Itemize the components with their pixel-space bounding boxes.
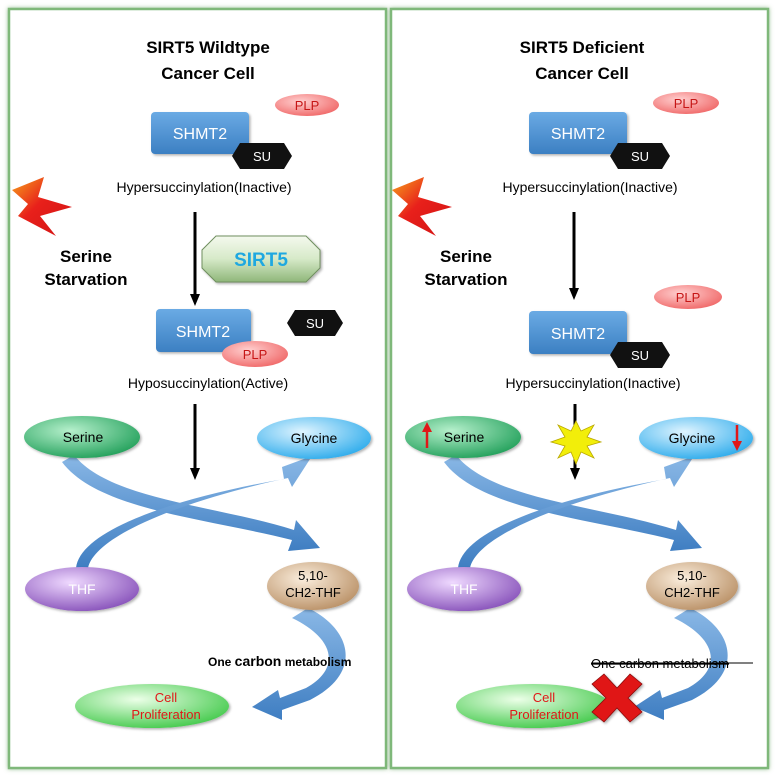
left-stress-line2: Starvation bbox=[44, 270, 127, 289]
left-thf-label: THF bbox=[68, 581, 95, 597]
left-su-top-label: SU bbox=[253, 149, 271, 164]
left-plp-mid bbox=[222, 341, 288, 367]
left-curve-to-proliferation bbox=[252, 608, 346, 720]
right-glycine bbox=[639, 417, 753, 459]
right-glycine-down-arrow-head bbox=[732, 441, 742, 451]
left-curve-serine-to-ch2thf bbox=[62, 455, 320, 551]
left-serine bbox=[24, 416, 140, 458]
right-thf bbox=[407, 567, 521, 611]
right-cell-proliferation bbox=[456, 684, 610, 728]
right-ch2thf-label-line2: CH2-THF bbox=[664, 585, 720, 600]
right-shmt2-top bbox=[529, 112, 627, 154]
left-ch2thf-label-line1: 5,10- bbox=[298, 568, 328, 583]
right-prolif-label-line1: Cell bbox=[533, 690, 556, 705]
left-plp-mid-label: PLP bbox=[243, 347, 268, 362]
right-curve-serine-to-ch2thf bbox=[444, 455, 702, 551]
left-stress-line1: Serine bbox=[60, 247, 112, 266]
left-su-free-label: SU bbox=[306, 316, 324, 331]
left-plp-top bbox=[275, 94, 339, 116]
right-su-mid-label: SU bbox=[631, 348, 649, 363]
right-plp-free-label: PLP bbox=[676, 290, 701, 305]
right-serine bbox=[405, 416, 521, 458]
left-ch2thf-label-line2: CH2-THF bbox=[285, 585, 341, 600]
left-ch2thf bbox=[267, 562, 359, 610]
sirt5-label: SIRT5 bbox=[234, 250, 288, 271]
right-status-mid: Hypersuccinylation(Inactive) bbox=[505, 375, 680, 391]
right-stress-line2: Starvation bbox=[424, 270, 507, 289]
right-panel: SIRT5 Deficient Cancer Cell PLP SHMT2 SU… bbox=[389, 7, 770, 770]
right-lightning-icon bbox=[392, 177, 452, 236]
right-status-top: Hypersuccinylation(Inactive) bbox=[502, 179, 677, 195]
left-su-free bbox=[287, 310, 343, 336]
right-arrow-no-desuccinylation-head bbox=[569, 288, 579, 300]
left-status-mid: Hyposuccinylation(Active) bbox=[128, 375, 288, 391]
left-arrow-desuccinylation-head bbox=[190, 294, 200, 306]
left-one-carbon-label: One carbon metabolism bbox=[208, 653, 351, 669]
left-glycine bbox=[257, 417, 371, 459]
right-curve-thf-to-glycine bbox=[458, 456, 694, 568]
left-glycine-label: Glycine bbox=[291, 430, 338, 446]
left-prolif-label-line1: Cell bbox=[155, 690, 178, 705]
left-shmt2-mid bbox=[156, 309, 251, 352]
right-prolif-label-line2: Proliferation bbox=[509, 707, 578, 722]
left-serine-label: Serine bbox=[63, 429, 104, 445]
right-su-mid bbox=[610, 342, 670, 368]
left-shmt2-top bbox=[151, 112, 249, 154]
right-ch2thf-label-line1: 5,10- bbox=[677, 568, 707, 583]
right-shmt2-mid-complex: PLP SHMT2 SU bbox=[529, 285, 722, 368]
right-arrow-blocked-head bbox=[570, 468, 580, 480]
right-shmt2-mid-label: SHMT2 bbox=[551, 326, 605, 343]
right-thf-label: THF bbox=[450, 581, 477, 597]
left-lightning-icon bbox=[12, 177, 72, 236]
sirt5-enzyme bbox=[201, 235, 321, 283]
left-prolif-label-line2: Proliferation bbox=[131, 707, 200, 722]
left-title-line2: Cancer Cell bbox=[161, 64, 255, 83]
right-curve-to-proliferation bbox=[634, 608, 728, 720]
right-su-top-label: SU bbox=[631, 149, 649, 164]
left-thf bbox=[25, 567, 139, 611]
left-shmt2-mid-label: SHMT2 bbox=[176, 324, 230, 341]
left-cell-proliferation bbox=[75, 684, 229, 728]
left-plp-top-label: PLP bbox=[295, 98, 320, 113]
left-shmt2-mid-complex: SHMT2 PLP SU bbox=[156, 309, 343, 367]
right-stress-line1: Serine bbox=[440, 247, 492, 266]
right-plp-top bbox=[653, 92, 719, 114]
right-block-burst-icon bbox=[549, 420, 603, 466]
right-plp-top-label: PLP bbox=[674, 96, 699, 111]
right-title-line2: Cancer Cell bbox=[535, 64, 629, 83]
right-su-top bbox=[610, 143, 670, 169]
right-serine-label: Serine bbox=[444, 429, 485, 445]
right-shmt2-top-label: SHMT2 bbox=[551, 126, 605, 143]
right-title-line1: SIRT5 Deficient bbox=[520, 38, 645, 57]
left-shmt2-top-label: SHMT2 bbox=[173, 126, 227, 143]
left-curve-thf-to-glycine bbox=[76, 456, 312, 568]
left-shmt2-top-complex: PLP SHMT2 SU bbox=[151, 94, 339, 169]
left-arrow-catalysis-head bbox=[190, 468, 200, 480]
right-glycine-label: Glycine bbox=[669, 430, 716, 446]
right-serine-up-arrow-head bbox=[422, 422, 432, 432]
right-plp-free bbox=[654, 285, 722, 309]
left-panel: SIRT5 Wildtype Cancer Cell PLP SHMT2 SU … bbox=[7, 7, 388, 770]
right-shmt2-mid bbox=[529, 311, 627, 354]
right-shmt2-top-complex: PLP SHMT2 SU bbox=[529, 92, 719, 169]
right-cross-icon bbox=[591, 673, 643, 723]
left-title-line1: SIRT5 Wildtype bbox=[146, 38, 270, 57]
left-status-top: Hypersuccinylation(Inactive) bbox=[116, 179, 291, 195]
right-ch2thf bbox=[646, 562, 738, 610]
left-su-top bbox=[232, 143, 292, 169]
